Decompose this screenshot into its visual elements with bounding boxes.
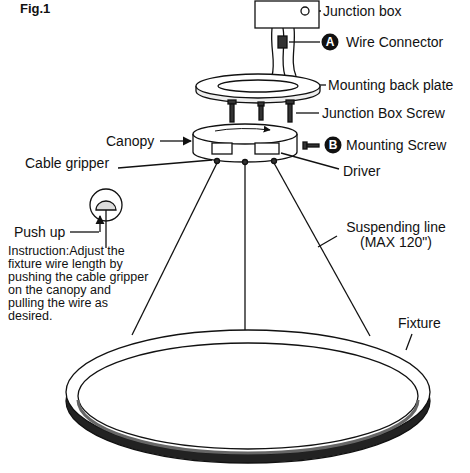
instruction-note: Instruction:Adjust the fixture wire leng… bbox=[8, 245, 150, 323]
part-label: Mounting back plate bbox=[328, 78, 453, 93]
part-label: Canopy bbox=[106, 134, 154, 149]
wire bbox=[272, 28, 274, 76]
fixture-ring-inner bbox=[78, 343, 418, 449]
callout-text: B bbox=[329, 139, 338, 151]
knockout bbox=[301, 7, 309, 15]
part-label: Cable gripper bbox=[25, 156, 109, 171]
part-label: Suspending line (MAX 120") bbox=[334, 220, 458, 250]
callout-letter: A bbox=[321, 33, 339, 51]
suspending-line bbox=[274, 163, 370, 336]
part-label: Driver bbox=[343, 164, 380, 179]
junction-box bbox=[255, 1, 319, 28]
callout-disc bbox=[322, 34, 339, 51]
part-label: Wire Connector bbox=[346, 35, 443, 50]
part-label: Fixture bbox=[398, 316, 441, 331]
callout-letter: B bbox=[324, 136, 342, 154]
suspending-line bbox=[244, 164, 245, 330]
driver bbox=[212, 143, 232, 154]
callout-text: A bbox=[326, 36, 335, 48]
wire bbox=[283, 28, 285, 76]
mounting-back-plate bbox=[196, 74, 320, 98]
canopy-top bbox=[193, 124, 297, 144]
part-label: Junction Box Screw bbox=[322, 106, 445, 121]
part-label: Junction box bbox=[323, 4, 402, 19]
figure-title: Fig.1 bbox=[20, 1, 50, 16]
junction-box-screws bbox=[228, 100, 294, 122]
wire-connector bbox=[278, 36, 287, 48]
fixture-ring bbox=[66, 330, 430, 454]
wire bbox=[293, 28, 296, 76]
suspending-line bbox=[132, 163, 217, 335]
note-label: Push up bbox=[14, 225, 65, 240]
part-label: Mounting Screw bbox=[346, 138, 446, 153]
driver bbox=[255, 143, 279, 154]
callout-disc bbox=[325, 137, 342, 154]
